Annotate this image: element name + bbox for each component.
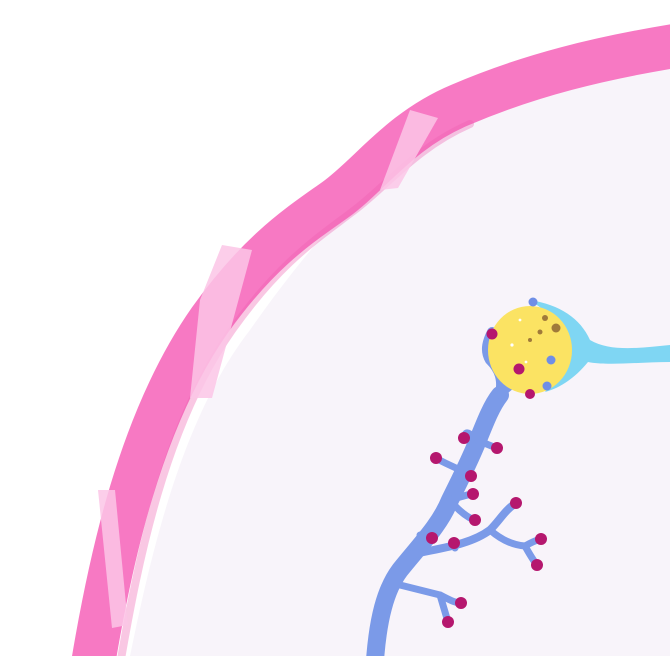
synaptic-terminals (426, 328, 547, 628)
neuron-cell-body (488, 306, 572, 394)
interior-region (130, 55, 670, 656)
membrane-highlights (98, 110, 438, 628)
soma-contact-dots (528, 297, 556, 391)
membrane-band (72, 24, 670, 656)
